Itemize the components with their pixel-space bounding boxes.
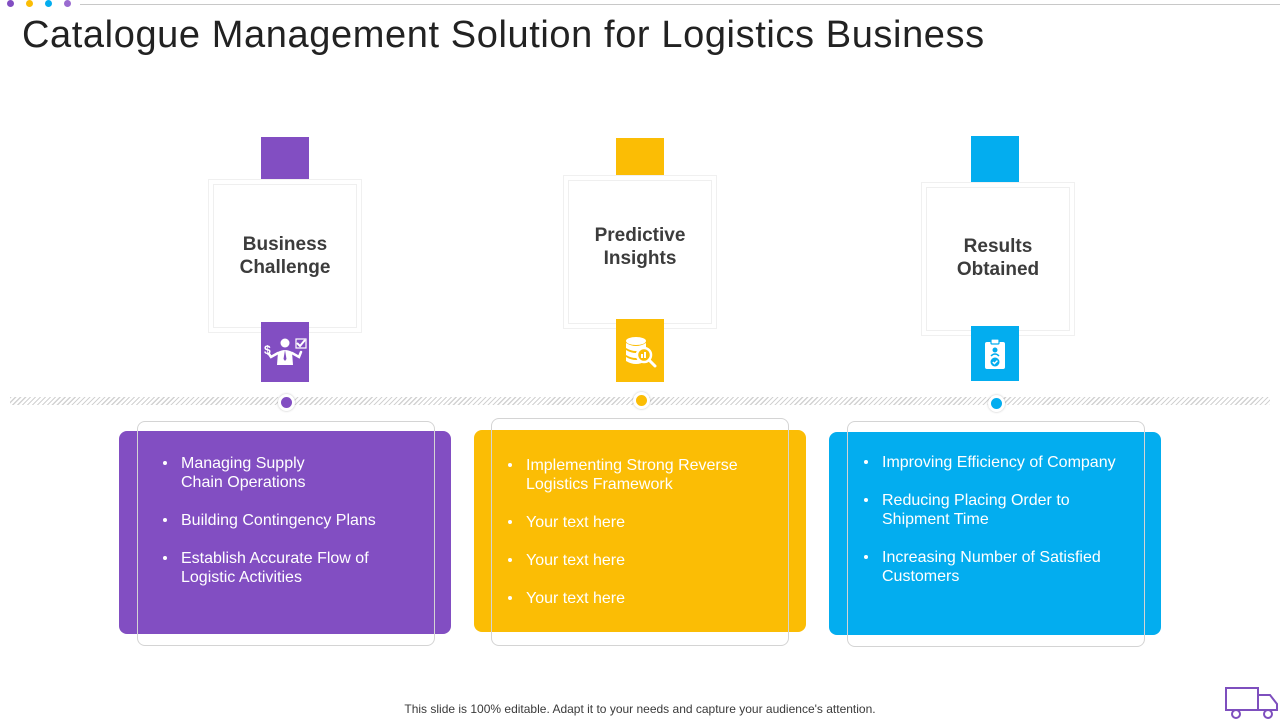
column-3-panel xyxy=(829,432,1161,635)
column-3-bullet-list: Improving Efficiency of Company Reducing… xyxy=(862,453,1142,605)
column-1-bullet-2: Building Contingency Plans xyxy=(161,511,431,530)
dot-violet xyxy=(64,0,71,7)
dot-yellow xyxy=(26,0,33,7)
column-1-heading-card: Business Challenge xyxy=(213,184,357,328)
dot-purple xyxy=(7,0,14,7)
column-2-icon-box xyxy=(616,319,664,382)
column-2-top-tab xyxy=(616,138,664,184)
svg-text:$: $ xyxy=(264,343,271,357)
column-1-icon-box: $ xyxy=(261,322,309,382)
column-2-bullet-2: Your text here xyxy=(506,513,776,532)
column-1-heading: Business Challenge xyxy=(239,234,331,278)
column-3-heading: Results Obtained xyxy=(956,235,1040,280)
column-2-timeline-dot xyxy=(633,392,650,409)
column-2-panel-outline xyxy=(491,418,789,646)
column-2-bullet-3: Your text here xyxy=(506,551,776,570)
column-3-bullet-1: Improving Efficiency of Company xyxy=(862,453,1142,472)
column-3-timeline-dot xyxy=(988,395,1005,412)
footer-note: This slide is 100% editable. Adapt it to… xyxy=(404,702,876,716)
column-2-panel xyxy=(474,430,806,632)
dot-blue xyxy=(45,0,52,7)
column-3-icon-box xyxy=(971,326,1019,381)
column-1-panel-outline xyxy=(137,421,435,646)
column-2-heading: Predictive Insights xyxy=(594,225,686,269)
column-3-heading-card: Results Obtained xyxy=(926,187,1070,331)
page-title: Catalogue Management Solution for Logist… xyxy=(22,14,985,56)
column-2-bullet-4: Your text here xyxy=(506,589,776,608)
database-search-icon xyxy=(626,336,657,367)
top-rule xyxy=(80,4,1280,5)
column-1-timeline-dot xyxy=(278,394,295,411)
truck-icon xyxy=(1225,687,1278,719)
column-2-heading-card: Predictive Insights xyxy=(568,180,712,324)
column-1-panel xyxy=(119,431,451,634)
column-3-panel-outline xyxy=(847,421,1145,647)
businessman-icon: $ xyxy=(264,338,307,365)
column-3-top-tab xyxy=(971,136,1019,191)
column-1-top-tab xyxy=(261,137,309,188)
clipboard-check-icon xyxy=(985,337,1005,369)
